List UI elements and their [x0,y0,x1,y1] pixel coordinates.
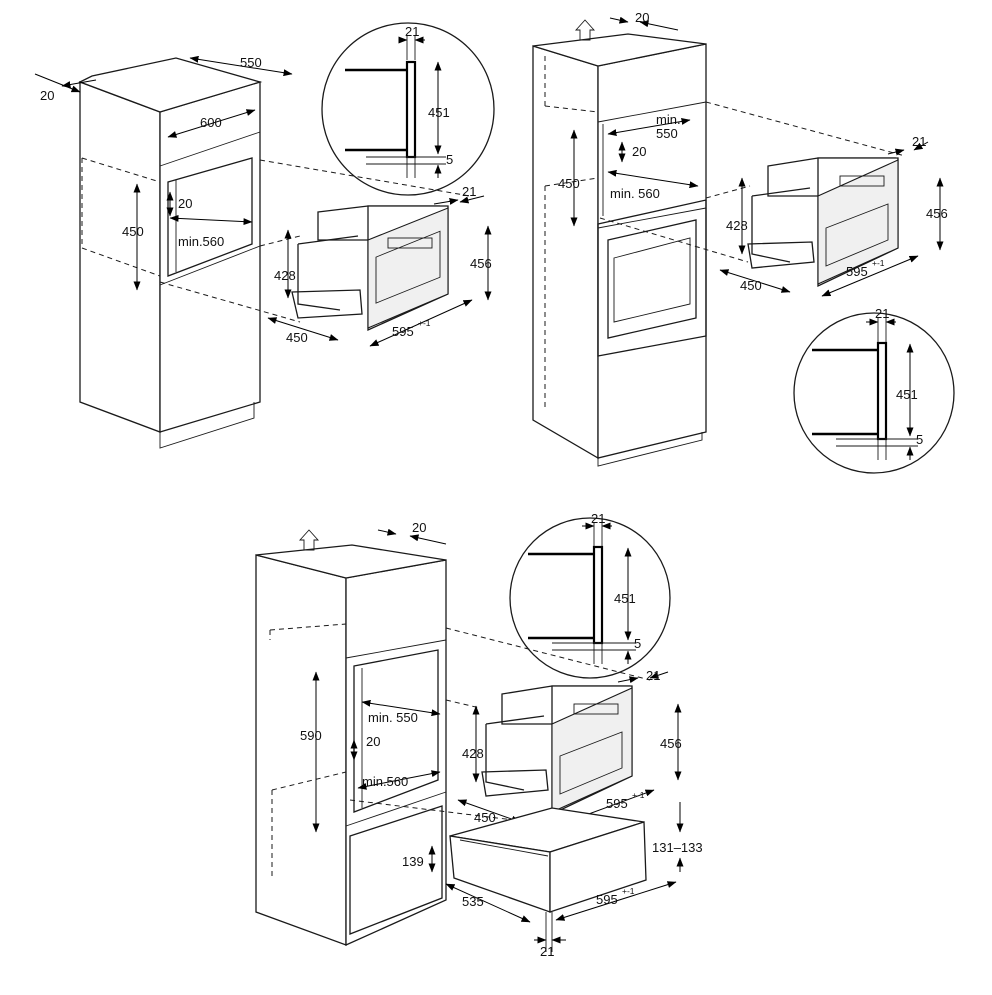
bottom-dimensions: 20 590 min. 550 20 min.560 [298,520,447,833]
dim-min550: min. 550 [368,710,418,725]
detail-dim-5: 5 [446,152,453,167]
warming-drawer: 139 131–133 535 595 +-1 21 [402,802,703,959]
dim-456: 456 [926,206,948,221]
dim-428: 428 [274,268,296,283]
dim-21: 21 [912,134,926,149]
dim-600: 600 [200,115,222,130]
dim-450-depth: 450 [474,810,496,825]
detail-dim-451: 451 [428,105,450,120]
dim-20: 20 [412,520,426,535]
bottom-detail-circle: 21 451 5 [509,511,671,679]
arrow-up-icon [298,529,320,551]
dim-550: 550 [240,55,262,70]
dim-595: 595 [392,324,414,339]
detail-dim-5: 5 [634,636,641,651]
top-right-dimensions: 20 min. 550 20 450 min. 560 [558,10,699,227]
dim-428: 428 [462,746,484,761]
dim-20-inner: 20 [178,196,192,211]
dim-450: 450 [558,176,580,191]
top-left-cabinet [78,57,471,449]
dim-min560: min.560 [178,234,224,249]
dim-590: 590 [300,728,322,743]
top-right-appliance: 428 456 21 450 595 +-1 [719,134,948,297]
dim-450: 450 [122,224,144,239]
dim-595-drawer: 595 [596,892,618,907]
dim-20-inner: 20 [632,144,646,159]
dim-21-drawer: 21 [540,944,554,959]
dim-535: 535 [462,894,484,909]
arrow-up-icon [574,19,596,41]
dim-131-133: 131–133 [652,840,703,855]
dim-595-tol: +-1 [632,790,645,800]
dim-min550: 550 [656,126,678,141]
dim-595: 595 [606,796,628,811]
dim-595-drawer-tol: +-1 [622,886,635,896]
top-left-appliance: 428 456 21 450 595 +-1 [267,184,492,347]
dim-456: 456 [470,256,492,271]
dim-21: 21 [646,668,660,683]
detail-dim-21: 21 [591,511,605,526]
dim-456: 456 [660,736,682,751]
dim-450-depth: 450 [286,330,308,345]
top-left-dimensions: 20 550 600 450 20 min.560 [34,55,293,291]
dim-20: 20 [635,10,649,25]
dim-139: 139 [402,854,424,869]
detail-dim-451: 451 [896,387,918,402]
bottom-appliance: 428 456 21 450 595 +-1 [457,668,682,827]
detail-dim-21: 21 [875,306,889,321]
dim-min560: min. 560 [610,186,660,201]
dim-20: 20 [40,88,54,103]
dim-min560: min.560 [362,774,408,789]
detail-dim-5: 5 [916,432,923,447]
dim-20-inner: 20 [366,734,380,749]
dim-595-tol: +-1 [872,258,885,268]
bottom-cabinet [255,544,651,947]
top-left-detail-circle: 21 451 5 [321,22,495,196]
dim-21: 21 [462,184,476,199]
dim-450-depth: 450 [740,278,762,293]
top-right-detail-circle: 21 451 5 [793,306,955,474]
detail-dim-451: 451 [614,591,636,606]
dim-595: 595 [846,264,868,279]
dim-595-tol: +-1 [418,318,431,328]
dim-428: 428 [726,218,748,233]
detail-dim-21: 21 [405,24,419,39]
